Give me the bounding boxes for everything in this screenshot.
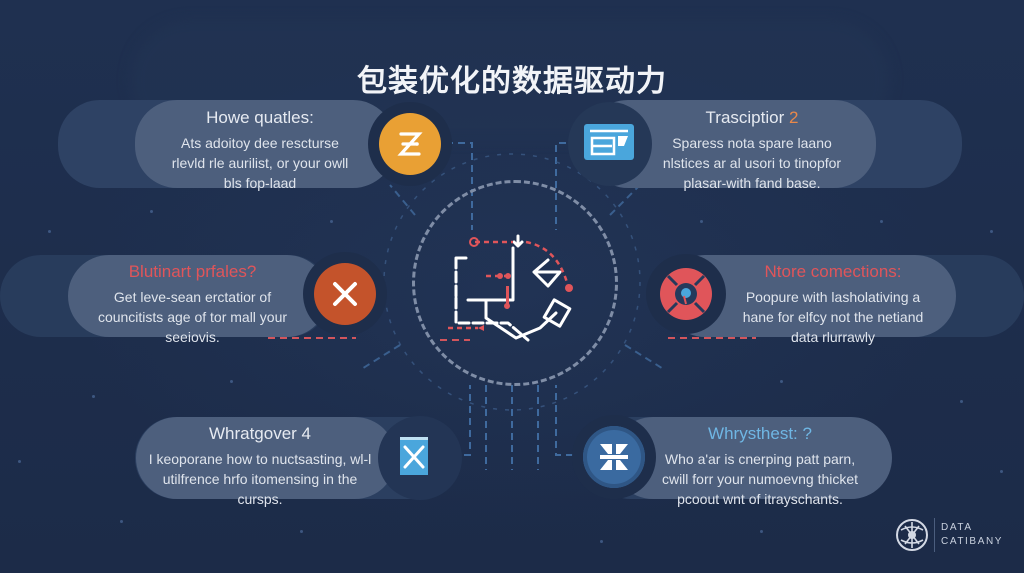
cross-arrows-icon — [583, 426, 645, 488]
card-title: Trasciptior 2 — [705, 108, 799, 127]
handshake-data-flow-icon — [448, 234, 573, 342]
card-body: Get leve-sean erctatior of councitists a… — [97, 289, 288, 345]
lifebuoy-icon — [660, 268, 712, 320]
brand-divider — [934, 518, 935, 552]
card-body: Sparess nota spare laano nlstices ar al … — [662, 135, 842, 191]
x-box-icon — [400, 437, 428, 475]
brand-name: DATA CATIBANY — [941, 522, 1004, 547]
card-title: Blutinart prfales? — [128, 262, 257, 281]
card-body: Who a'ar is cnerping patt parn, cwill fo… — [661, 451, 859, 507]
card-title: Whratgover 4 — [208, 424, 312, 443]
card-title: Howe quatles: — [206, 108, 314, 127]
page-title: 包装优化的数据驱动力 — [357, 64, 667, 100]
center-dashed-ring — [412, 180, 618, 386]
card-body: I keoporane how to nuctsasting, wl-l uti… — [148, 451, 372, 507]
card-title: Whrysthest: ? — [708, 424, 812, 443]
card-body: Poopure with lasholativing a hane for el… — [742, 289, 924, 345]
letter-z-icon — [379, 113, 441, 175]
globe-emblem-icon — [896, 519, 928, 551]
close-x-icon — [314, 263, 376, 325]
card-body: Ats adoitoy dee resctursе rlevld rle aur… — [171, 135, 349, 191]
card-title: Ntore comections: — [764, 262, 902, 281]
window-document-icon — [584, 124, 634, 160]
